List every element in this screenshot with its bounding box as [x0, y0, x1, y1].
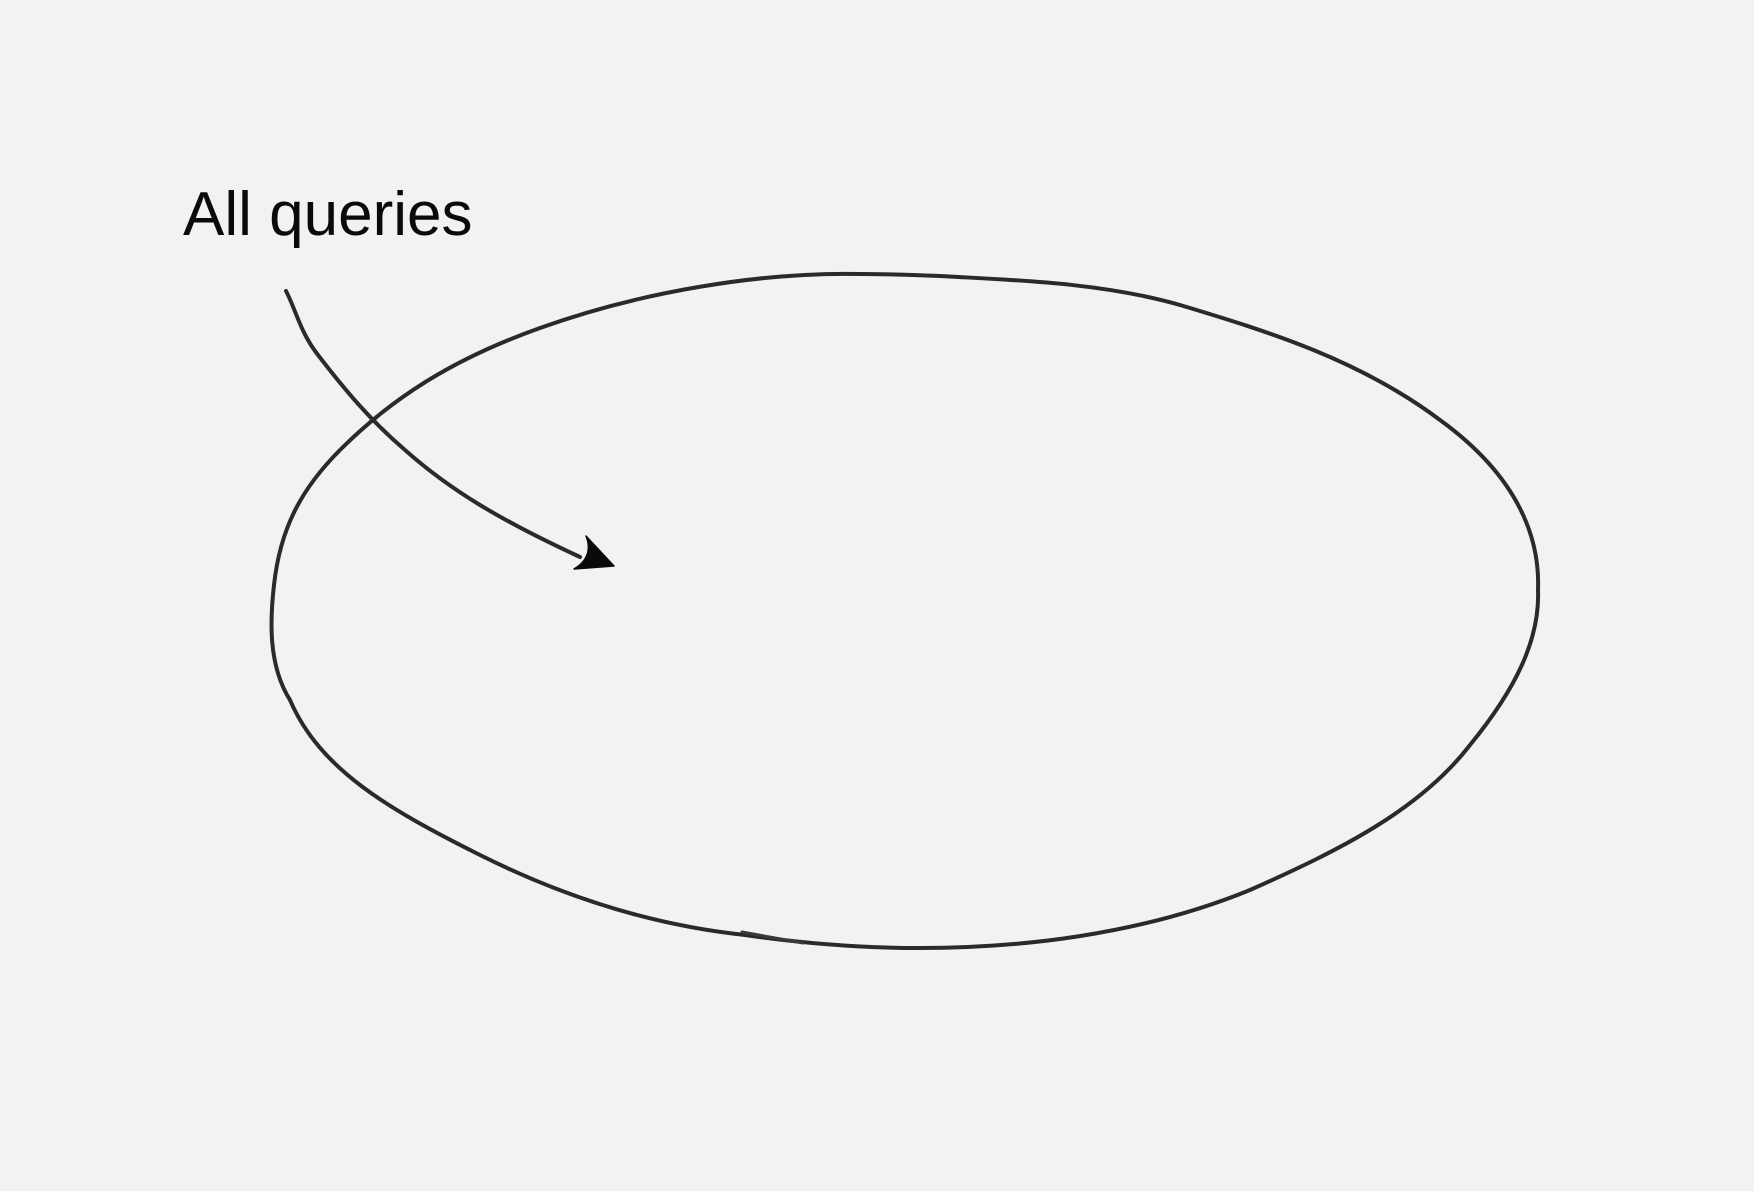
sketch-overlap-mark [740, 930, 805, 945]
set-ellipse [269, 271, 1541, 950]
arrowhead-icon [573, 535, 615, 570]
set-label: All queries [183, 180, 472, 249]
pointer-arrow [284, 289, 582, 559]
